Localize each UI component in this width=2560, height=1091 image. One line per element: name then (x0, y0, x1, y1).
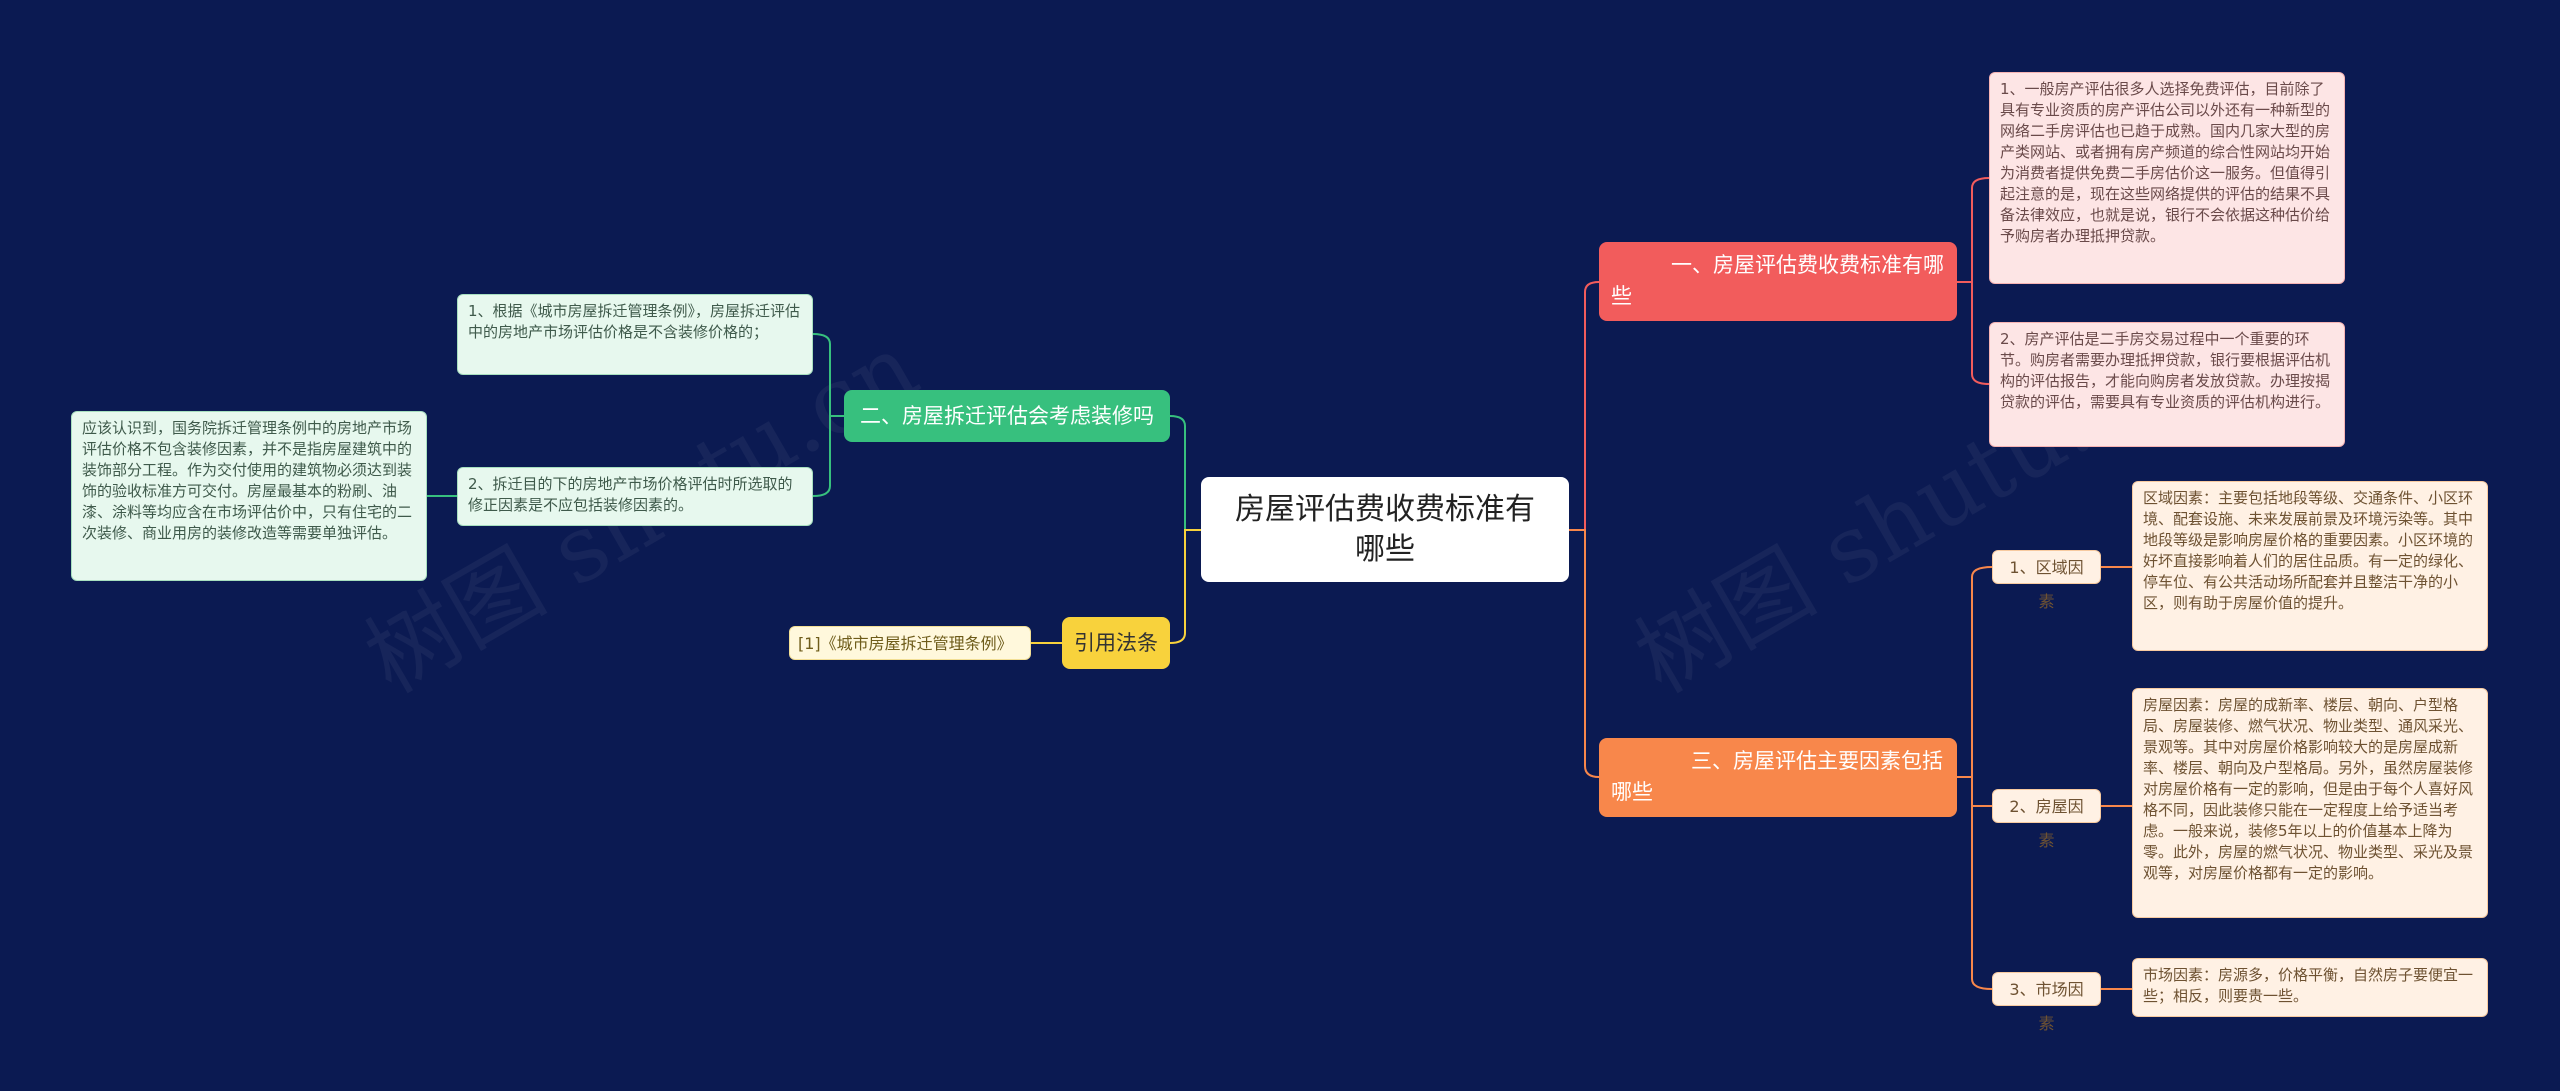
leaf-regional-detail[interactable]: 区域因素：主要包括地段等级、交通条件、小区环境、配套设施、未来发展前景及环境污染… (2132, 481, 2488, 651)
branch-evaluation-factors[interactable]: 三、房屋评估主要因素包括哪些 (1599, 738, 1957, 817)
leaf-regulation-price[interactable]: 1、根据《城市房屋拆迁管理条例》，房屋拆迁评估中的房地产市场评估价格是不含装修价… (457, 294, 813, 375)
branch-demolition-decoration[interactable]: 二、房屋拆迁评估会考虑装修吗 (844, 390, 1170, 442)
leaf-mortgage-evaluation[interactable]: 2、房产评估是二手房交易过程中一个重要的环节。购房者需要办理抵押贷款，银行要根据… (1989, 322, 2345, 447)
branch-fee-standard[interactable]: 一、房屋评估费收费标准有哪些 (1599, 242, 1957, 321)
branch-cited-law[interactable]: 引用法条 (1062, 617, 1170, 669)
leaf-law-reference[interactable]: [1]《城市房屋拆迁管理条例》 (789, 626, 1031, 660)
sub-market-factor[interactable]: 3、市场因素 (1992, 972, 2101, 1033)
leaf-house-detail[interactable]: 房屋因素：房屋的成新率、楼层、朝向、户型格局、房屋装修、燃气状况、物业类型、通风… (2132, 688, 2488, 918)
root-topic[interactable]: 房屋评估费收费标准有哪些 (1201, 477, 1569, 582)
sub-house-factor[interactable]: 2、房屋因素 (1992, 789, 2101, 850)
leaf-correction-factor[interactable]: 2、拆迁目的下的房地产市场价格评估时所选取的修正因素是不应包括装修因素的。 (457, 467, 813, 526)
leaf-free-evaluation[interactable]: 1、一般房产评估很多人选择免费评估，目前除了具有专业资质的房产评估公司以外还有一… (1989, 72, 2345, 284)
leaf-note-decoration[interactable]: 应该认识到，国务院拆迁管理条例中的房地产市场评估价格不包含装修因素，并不是指房屋… (71, 411, 427, 581)
sub-regional-factor[interactable]: 1、区域因素 (1992, 550, 2101, 611)
leaf-market-detail[interactable]: 市场因素：房源多，价格平衡，自然房子要便宜一些；相反，则要贵一些。 (2132, 958, 2488, 1017)
